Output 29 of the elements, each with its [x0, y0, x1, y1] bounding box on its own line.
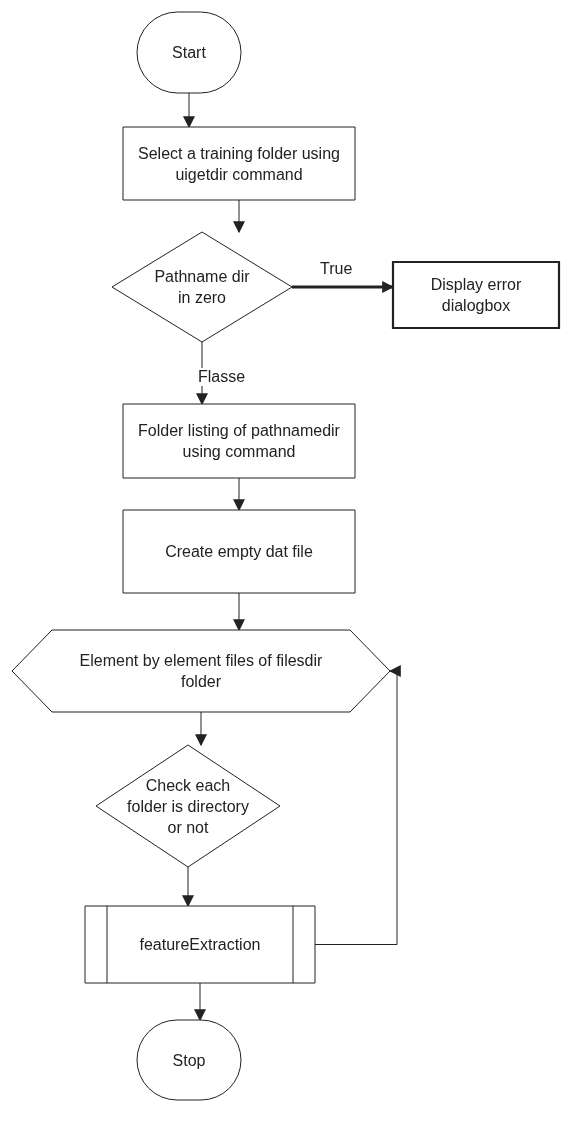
node-text: Element by element files of filesdir folder — [78, 651, 324, 692]
node-text: Pathname dir in zero — [153, 267, 251, 308]
process-box — [123, 510, 355, 593]
arrow — [314, 665, 401, 945]
arrow — [233, 199, 245, 234]
arrow — [233, 477, 245, 512]
node-text: Select a training folder using uigetdir command — [137, 143, 341, 185]
node-text: Start — [172, 43, 206, 63]
arrow — [195, 711, 207, 747]
stop-terminal — [137, 1020, 241, 1100]
decision-diamond — [96, 745, 280, 867]
node-text: Check each folder is directory or not — [126, 775, 250, 838]
arrow — [194, 982, 206, 1022]
edge-label: Flasse — [196, 368, 248, 386]
loop-hexagon — [12, 630, 390, 712]
node-text: Stop — [172, 1050, 206, 1071]
process-box — [123, 404, 355, 478]
node-text: featureExtraction — [139, 935, 261, 955]
decision-diamond — [112, 232, 292, 342]
arrow — [182, 866, 194, 908]
arrow — [183, 92, 195, 129]
arrow — [233, 592, 245, 632]
node-text: Folder listing of pathnamedir using command — [137, 421, 341, 462]
process-box — [123, 127, 355, 200]
node-text: Display error dialogbox — [429, 275, 523, 316]
subprocess-box — [85, 906, 315, 983]
node-text: Create empty dat file — [165, 542, 313, 562]
start-terminal — [137, 12, 241, 93]
process-box — [393, 262, 559, 328]
